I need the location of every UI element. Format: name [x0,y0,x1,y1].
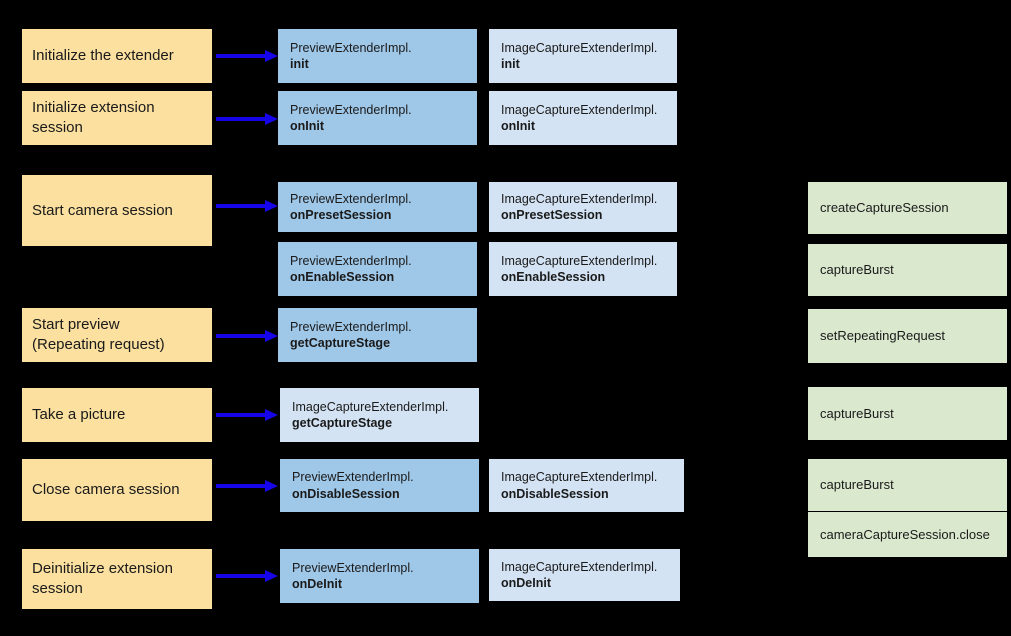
call-class-name: PreviewExtenderImpl. [292,470,414,484]
call-method-name: onDeInit [501,576,551,590]
api-call-label: createCaptureSession [820,200,949,216]
stage-label-line: Deinitialize extension [32,560,173,578]
call-class-name: PreviewExtenderImpl. [290,319,412,334]
stage-box-start-camera-session: Start camera session [22,175,212,246]
call-method-name: onEnableSession [290,270,395,284]
arrow-head [265,200,278,212]
call-box-capture-onpresetsession: ImageCaptureExtenderImpl. onPresetSessio… [489,182,677,232]
arrow-head [265,570,278,582]
call-box-preview-oninit: PreviewExtenderImpl. onInit [278,91,477,145]
arrow-init-session [216,113,278,125]
stage-label-line: session [32,580,83,597]
call-method-name: onEnableSession [501,270,606,284]
call-box-capture-ondisablesession: ImageCaptureExtenderImpl. onDisableSessi… [489,459,684,512]
api-box-set-repeating-request: setRepeatingRequest [808,309,1007,363]
api-call-label: captureBurst [820,262,894,278]
stage-box-deinit-session: Deinitialize extension session [22,549,212,609]
call-box-preview-onpresetsession: PreviewExtenderImpl. onPresetSession [278,182,477,232]
api-box-capture-burst-3: captureBurst [808,459,1007,511]
arrow-shaft [216,574,265,578]
call-box-preview-ondisablesession: PreviewExtenderImpl. onDisableSession [280,459,479,512]
stage-label-line: Initialize the extender [32,47,174,65]
stage-label-line: session [32,119,83,136]
stage-label-line: Start camera session [32,201,173,219]
stage-label-line: (Repeating request) [32,336,165,353]
api-call-label: cameraCaptureSession.close [820,526,990,542]
call-method-name: onPresetSession [501,208,603,222]
call-box-preview-onenablesession: PreviewExtenderImpl. onEnableSession [278,242,477,296]
call-class-name: ImageCaptureExtenderImpl. [501,40,658,55]
arrow-start-preview [216,330,278,342]
call-method-name: init [290,57,309,71]
api-box-create-capture-session: createCaptureSession [808,182,1007,234]
call-method-name: onDisableSession [292,486,400,501]
stage-box-close-camera-session: Close camera session [22,459,212,521]
call-box-capture-ondeinit: ImageCaptureExtenderImpl. onDeInit [489,549,680,601]
call-class-name: PreviewExtenderImpl. [290,40,412,55]
call-method-name: getCaptureStage [292,416,393,430]
call-box-capture-getcapturestage: ImageCaptureExtenderImpl. getCaptureStag… [280,388,479,442]
call-box-preview-ondeinit: PreviewExtenderImpl. onDeInit [280,549,479,603]
arrow-shaft [216,117,265,121]
arrow-deinit-session [216,570,278,582]
arrow-shaft [216,413,265,417]
api-call-label: setRepeatingRequest [820,328,946,344]
call-class-name: PreviewExtenderImpl. [290,253,412,268]
call-class-name: ImageCaptureExtenderImpl. [501,470,658,484]
arrow-shaft [216,54,265,58]
call-method-name: onDeInit [292,577,342,591]
call-method-name: onDisableSession [501,486,609,501]
stage-label-line: Start preview [32,316,120,334]
call-box-capture-onenablesession: ImageCaptureExtenderImpl. onEnableSessio… [489,242,677,296]
call-method-name: getCaptureStage [290,336,391,350]
call-class-name: PreviewExtenderImpl. [292,560,414,575]
call-class-name: ImageCaptureExtenderImpl. [292,399,449,414]
stage-box-start-preview: Start preview (Repeating request) [22,308,212,362]
call-method-name: onInit [290,119,325,133]
call-box-preview-init: PreviewExtenderImpl. init [278,29,477,83]
call-class-name: ImageCaptureExtenderImpl. [501,253,658,268]
call-class-name: ImageCaptureExtenderImpl. [501,102,658,117]
api-call-label: captureBurst [820,477,894,493]
arrow-head [265,50,278,62]
arrow-head [265,113,278,125]
stage-box-take-picture: Take a picture [22,388,212,442]
stage-label-line: Take a picture [32,406,126,424]
arrow-shaft [216,334,265,338]
arrow-shaft [216,204,265,208]
arrow-head [265,330,278,342]
arrow-take-picture [216,409,278,421]
api-box-camera-capture-session-close: cameraCaptureSession.close [808,512,1007,557]
arrow-shaft [216,484,265,488]
call-class-name: ImageCaptureExtenderImpl. [501,559,658,574]
call-method-name: init [501,57,520,71]
call-class-name: ImageCaptureExtenderImpl. [501,191,658,206]
call-box-preview-getcapturestage: PreviewExtenderImpl. getCaptureStage [278,308,477,362]
call-class-name: PreviewExtenderImpl. [290,102,412,117]
arrow-close-camera-session [216,480,278,492]
stage-box-init-session: Initialize extension session [22,91,212,145]
arrow-start-camera-session [216,200,278,212]
arrow-head [265,409,278,421]
stage-label-line: Initialize extension [32,99,155,117]
api-box-capture-burst-2: captureBurst [808,387,1007,440]
api-call-label: captureBurst [820,405,894,421]
stage-label-line: Close camera session [32,481,180,499]
arrow-init-extender [216,50,278,62]
call-class-name: PreviewExtenderImpl. [290,191,412,206]
api-box-capture-burst-1: captureBurst [808,244,1007,296]
call-box-capture-init: ImageCaptureExtenderImpl. init [489,29,677,83]
stage-box-init-extender: Initialize the extender [22,29,212,83]
call-method-name: onInit [501,119,536,133]
call-method-name: onPresetSession [290,208,392,222]
call-box-capture-oninit: ImageCaptureExtenderImpl. onInit [489,91,677,145]
arrow-head [265,480,278,492]
